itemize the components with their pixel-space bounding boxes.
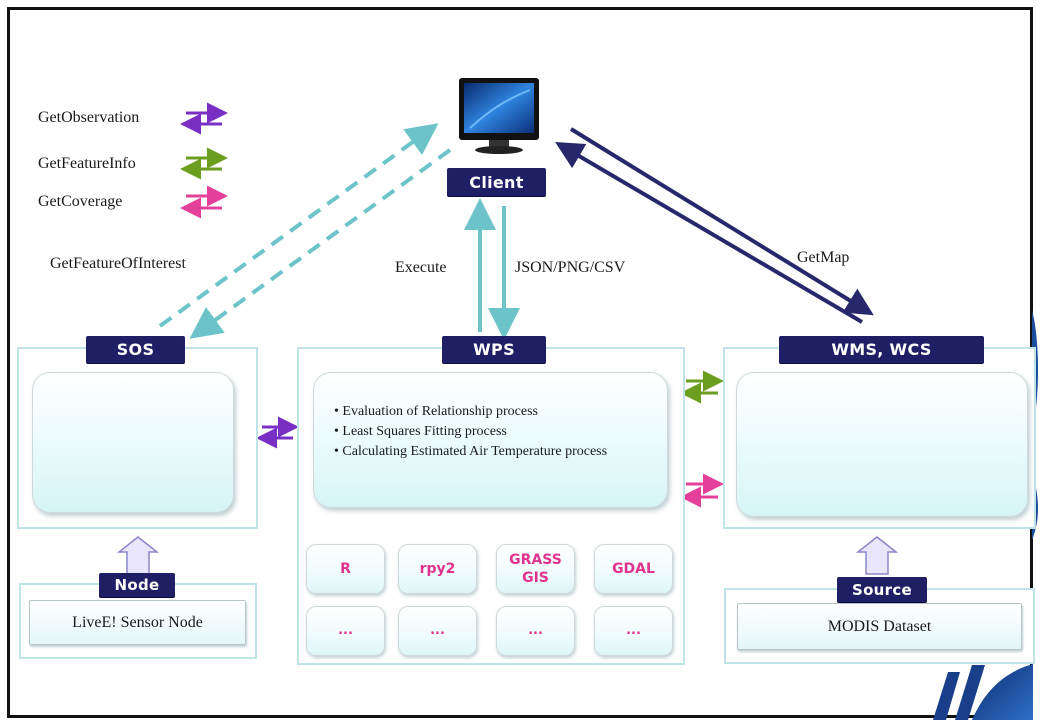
legend-getfeatureinfo-label: GetFeatureInfo (38, 155, 136, 172)
wms-wcs-badge: WMS, WCS (779, 336, 984, 363)
tool-more-2: ... (398, 606, 477, 656)
sos-badge: SOS (86, 336, 185, 363)
modis-dataset-box: MODIS Dataset (737, 603, 1022, 650)
sos-to-client-arrow (158, 123, 439, 328)
legend-observation-arrows (180, 102, 228, 135)
getmap-request-arrow (569, 127, 874, 316)
legend-featureinfo-arrows (180, 147, 228, 180)
wps-badge: WPS (442, 336, 546, 363)
tool-gdal: GDAL (594, 544, 673, 594)
monitor-icon (459, 78, 539, 154)
tool-more-1: ... (306, 606, 385, 656)
process-item: • Evaluation of Relationship process (334, 404, 538, 419)
getmap-label: GetMap (797, 249, 850, 266)
output-formats-label: JSON/PNG/CSV (515, 259, 626, 276)
sos-inner-box (32, 372, 234, 513)
client-to-sos-arrow (189, 148, 452, 339)
legend-getobservation-label: GetObservation (38, 109, 140, 126)
wps-process-box (313, 372, 668, 508)
node-badge: Node (99, 573, 175, 597)
wps-process-list: • Evaluation of Relationship process • L… (334, 402, 654, 462)
client-badge: Client (447, 168, 546, 196)
process-item: • Calculating Estimated Air Temperature … (334, 444, 608, 459)
tool-r: R (306, 544, 385, 594)
tool-more-4: ... (594, 606, 673, 656)
wms-inner-box (736, 372, 1028, 517)
process-item: • Least Squares Fitting process (334, 424, 507, 439)
source-up-arrow-icon (855, 536, 899, 575)
tool-more-3: ... (496, 606, 575, 656)
getmap-response-arrow (555, 141, 864, 324)
getfeatureofinterest-label: GetFeatureOfInterest (50, 255, 186, 272)
legend-getcoverage-label: GetCoverage (38, 193, 123, 210)
tool-rpy2: rpy2 (398, 544, 477, 594)
tool-grass-gis: GRASS GIS (496, 544, 575, 594)
node-up-arrow-icon (116, 536, 160, 575)
execute-label: Execute (395, 259, 447, 276)
legend-coverage-arrows (180, 185, 228, 219)
source-badge: Source (837, 577, 927, 602)
sensor-node-box: LiveE! Sensor Node (29, 600, 246, 645)
